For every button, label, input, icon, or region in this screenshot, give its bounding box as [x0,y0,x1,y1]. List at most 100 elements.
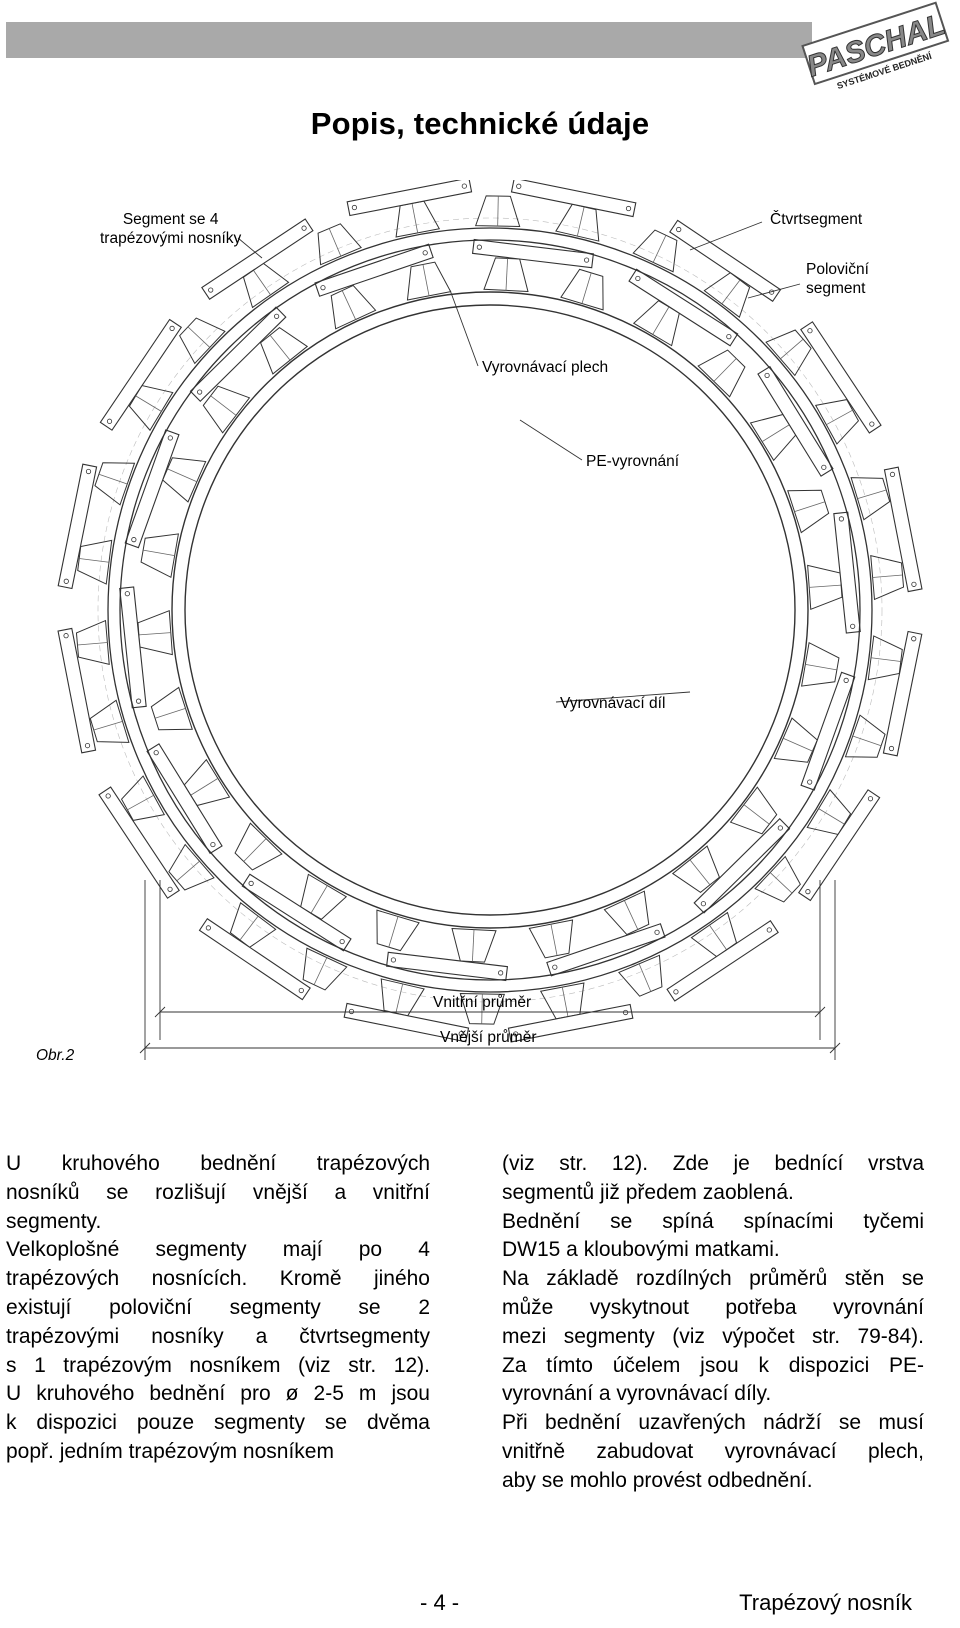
inner-beam [376,909,420,952]
inner-beam-web [794,501,826,513]
leader-quarter [689,221,763,251]
outer-beam [317,223,362,266]
waler-plate [546,923,666,977]
outer-waler-plate-bolt [348,1008,355,1015]
outer-waler-plate [666,920,779,1002]
inner-beam [330,284,377,330]
outer-beam-web [98,473,128,485]
inner-beam-web [341,290,356,320]
label-pe-leveling: PE-vyrovnání [586,453,680,470]
outer-beam-web [328,228,342,257]
footer-title: Trapézový nosník [739,1590,912,1615]
outer-beam [474,195,521,228]
text-line: popř. jedním trapézovým nosníkem [6,1439,334,1463]
waler-plate [314,243,434,297]
text-line: trapézových nosnících. Kromě jiného [6,1267,430,1291]
outer-beam-web [769,872,793,894]
outer-beam-web [709,924,727,950]
outer-beam [179,317,226,365]
text-line: Bednění se spíná spínacími tyčemi [502,1209,924,1233]
waler-plate-bolt [274,313,280,319]
inner-beam-web [809,584,842,588]
outer-waler-plate [346,177,473,217]
dimension-tick [829,1042,841,1054]
outer-beam [618,954,663,997]
outer-beam-web [481,993,483,1024]
outer-beam [94,462,136,506]
waler-plate [119,586,147,709]
label-quarter-segment: Čtvrtsegment [770,211,863,228]
outer-beam-web [852,735,882,747]
figure-caption: Obr.2 [36,1047,75,1064]
outer-waler-plate-bolt [63,633,69,639]
inner-beam [150,686,193,731]
outer-waler-plate-bolt [205,925,211,931]
waler-plate [833,511,861,634]
waler-plate-bolt [807,779,813,785]
waler-plate-bolt [197,389,203,395]
waler-plate-bolt [583,257,590,263]
outer-waler-plate [800,321,882,434]
outer-beam-web [497,196,499,227]
inner-beam-web [269,334,291,361]
waler-plate-bolt [843,677,849,683]
outer-beam-web [253,270,271,296]
waler-plate [386,951,509,982]
outer-beam-web [826,409,853,426]
leader-part [555,691,691,703]
outer-beam-web [411,203,419,233]
inner-beam-web [422,264,430,296]
leader-segment [237,237,263,259]
waler-plate-bolt [654,929,660,935]
text-line: aby se mohlo provést odbednění. [502,1468,813,1492]
text-line: U kruhového bednění trapézových [6,1152,430,1175]
waler-plate-bolt [131,537,137,543]
outer-waler-plate [343,1002,470,1043]
outer-waler-plate [797,789,881,902]
leader-half [747,283,801,299]
text-line: U kruhového bednění pro ø 2-5 m jsou [6,1382,430,1406]
outer-beam-web [79,558,110,563]
text-line: segmentů již předem zaoblená. [502,1180,794,1204]
inner-skin-outer [171,291,809,929]
outer-beam [459,992,506,1025]
inner-beam-web [143,549,175,556]
waler-plate [693,817,791,914]
waler-plate-bolt [498,970,504,976]
outer-beam-web [576,206,585,237]
waler-plate-bolt [700,901,706,907]
text-line: může vyskytnout potřeba vyrovnání [502,1295,924,1319]
inner-beam-web [550,924,558,956]
inner-beam [234,822,283,871]
inner-beam-web [505,258,508,291]
outer-waler-plate-bolt [461,183,467,189]
waler-plate [124,429,180,549]
outer-beam [89,699,130,743]
waler-plate-bolt [850,623,856,629]
inner-beam [671,845,721,893]
outer-waler-plate-bolt [807,328,813,334]
outer-beam-web [638,963,652,992]
outer-beam-web [135,395,162,412]
outer-waler-plate-bolt [301,225,307,231]
inner-beam-web [581,272,592,304]
text-line: vyrovnání a vyrovnávací díly. [502,1382,772,1406]
outer-beam-web [721,279,741,305]
waler-plate-bolt [210,841,216,848]
waler-plate [241,873,352,952]
waler-plate-bolt [422,250,428,256]
construction-circle [97,217,883,1003]
outer-skin-inner [119,239,861,981]
outer-beam [128,384,174,432]
outer-beam-web [176,860,200,882]
inner-beam-web [388,916,399,948]
text-line: Při bednění uzavřených nádrží se musí [502,1411,924,1435]
outer-waler-plate-bolt [889,471,896,478]
waler-plate-bolt [838,516,845,522]
outer-waler-plate-bolt [625,205,632,212]
waler-plate-bolt [777,825,783,831]
inner-beam [202,385,251,434]
inner-beam-web [138,632,171,636]
